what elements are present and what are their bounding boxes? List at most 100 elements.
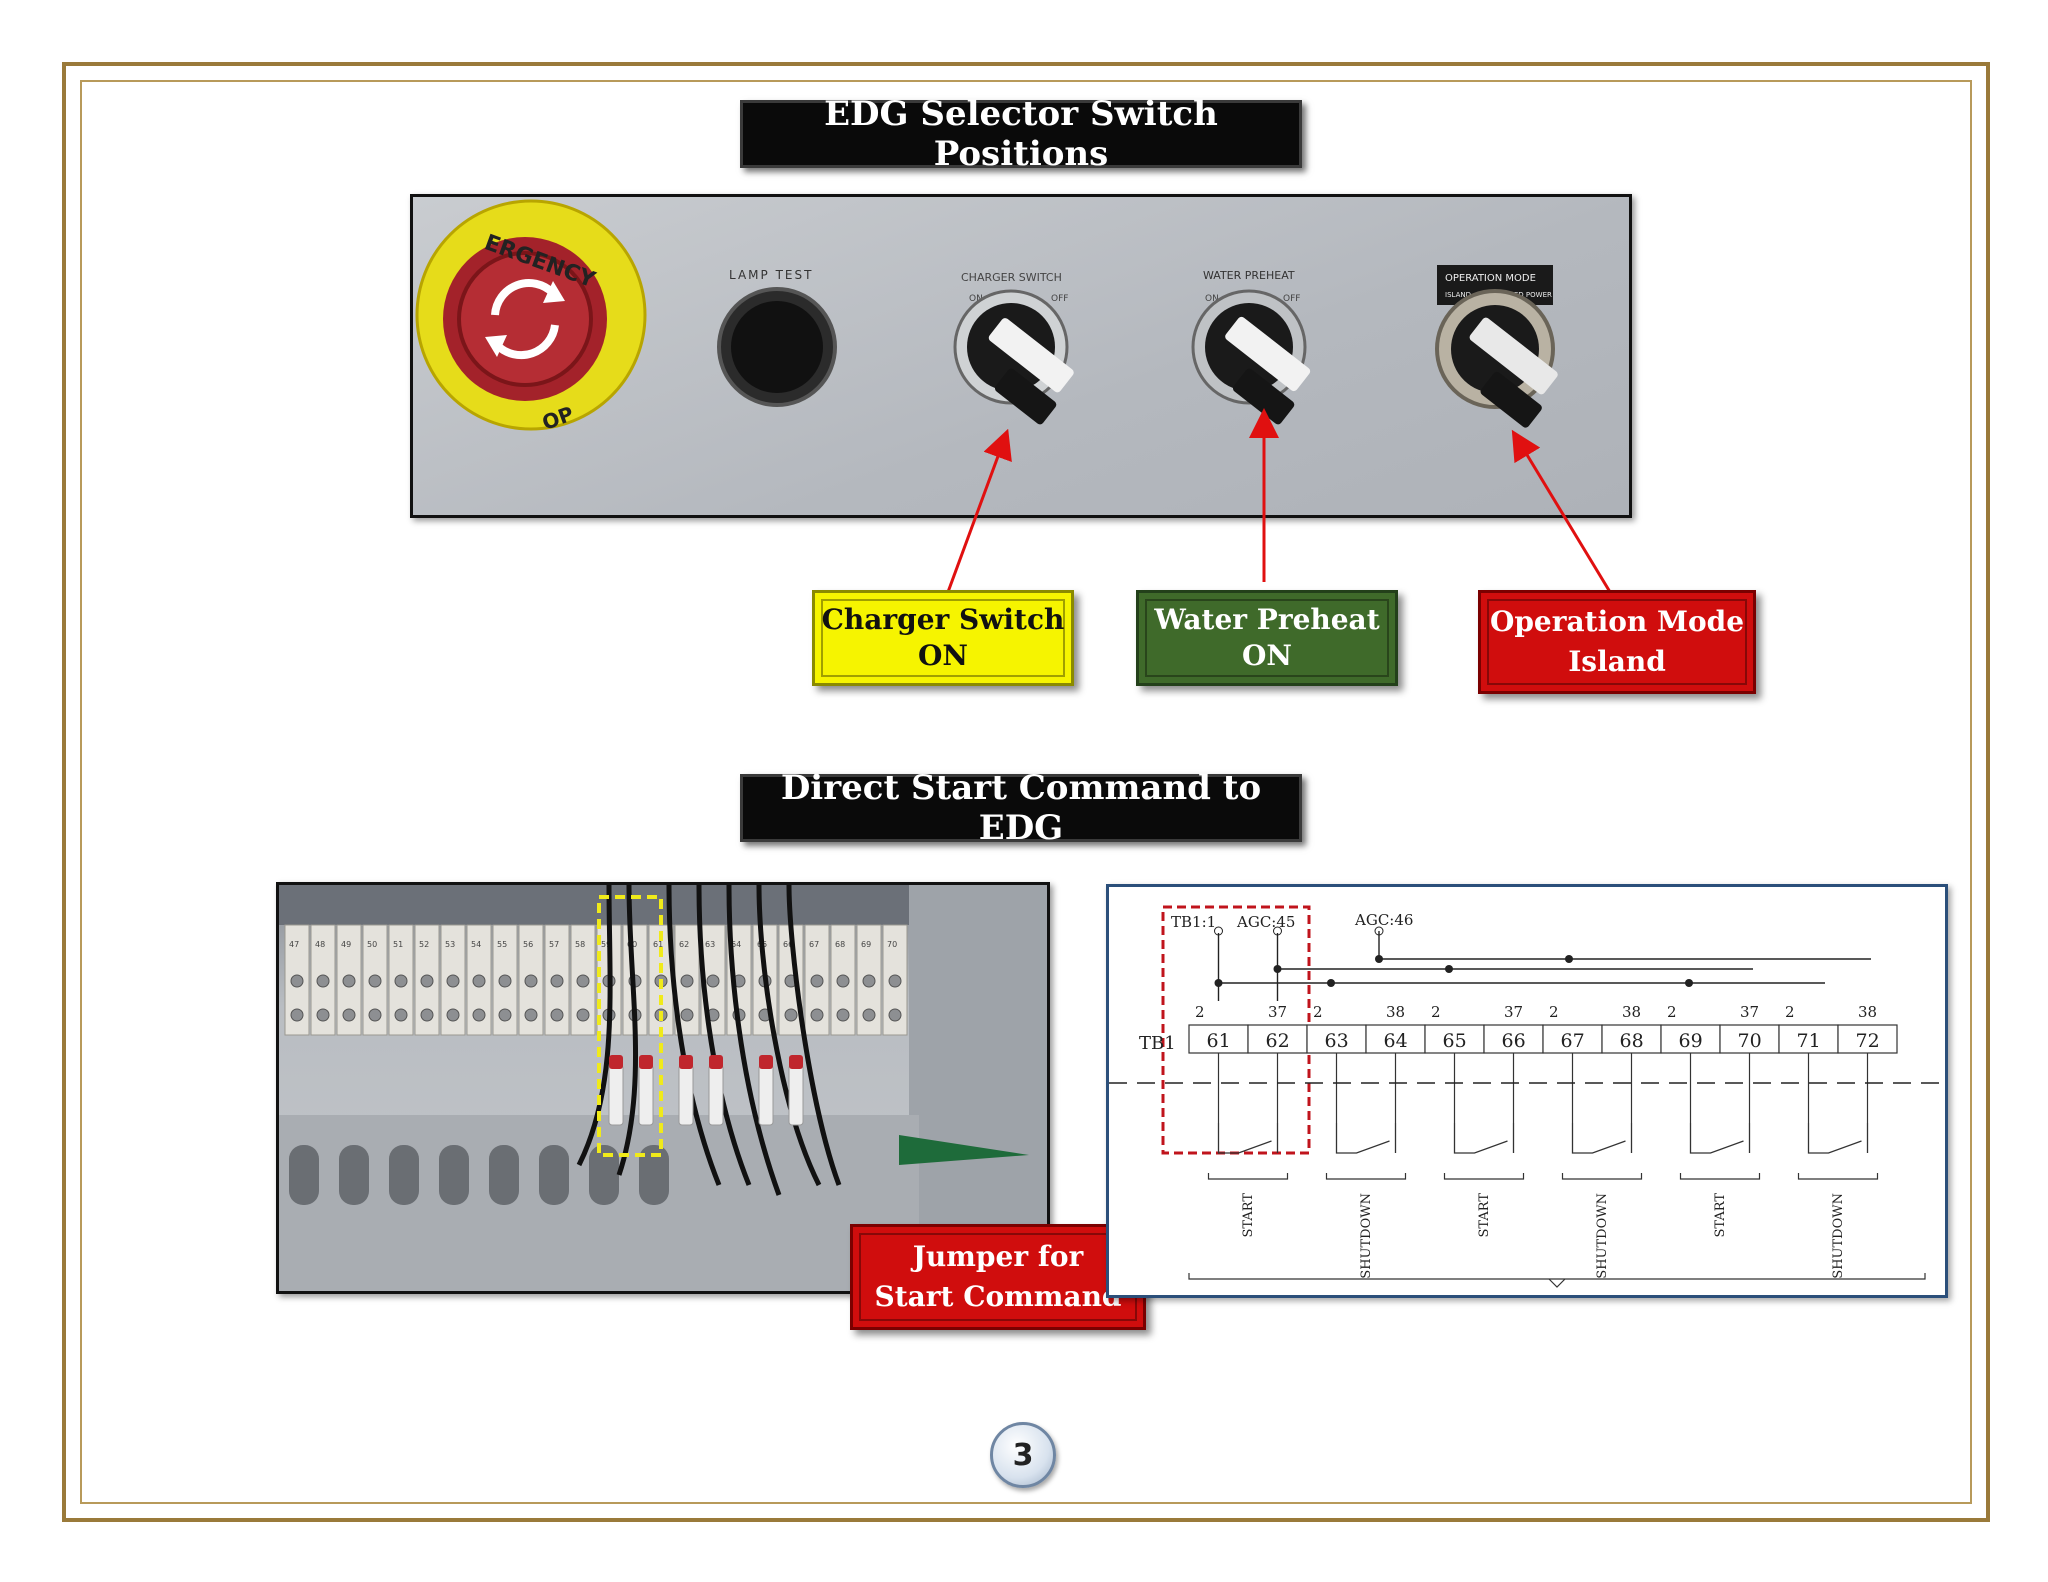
- relay-contact: [1689, 1123, 1744, 1154]
- callout-water-line1: Water Preheat: [1154, 603, 1380, 636]
- diagram-wire-number: 2: [1667, 1003, 1677, 1021]
- diagram-wire-number: 38: [1858, 1003, 1877, 1021]
- terminal-screw: [888, 1008, 902, 1022]
- terminal-number-58: 58: [575, 940, 585, 949]
- diagram-terminal-66: [1483, 1024, 1544, 1054]
- charger-off-label: OFF: [1051, 294, 1068, 304]
- diagram-terminal-label: 64: [1384, 1030, 1408, 1052]
- charger-on-label: ON: [969, 294, 983, 304]
- function-label: START: [1713, 1193, 1728, 1238]
- terminal-number-54: 54: [471, 940, 481, 949]
- op-island-label: ISLAND: [1445, 291, 1471, 299]
- diagram-terminal-label: 66: [1502, 1030, 1526, 1052]
- water-preheat-switch: WATER PREHEAT ON OFF: [1191, 269, 1311, 425]
- terminal-screw: [498, 974, 512, 988]
- terminal-screw: [290, 974, 304, 988]
- diagram-terminals: 6126237632643865266376726838692703771272…: [1188, 1003, 1898, 1054]
- terminal-screw: [706, 974, 720, 988]
- relay-contact: [1571, 1123, 1626, 1154]
- function-label: SHUTDOWN: [1831, 1193, 1846, 1279]
- bus-terminal-mark: [1273, 926, 1282, 936]
- terminal-screw: [368, 974, 382, 988]
- wiring-diagram-svg: TB1:1 AGC:45 AGC:46 TB1 6126237632643865…: [1109, 905, 1945, 1288]
- terminal-number-59: 59: [601, 940, 611, 949]
- section2-title: Direct Start Command to EDG: [740, 768, 1302, 848]
- terminal-number-57: 57: [549, 940, 559, 949]
- diagram-terminal-label: 70: [1738, 1030, 1762, 1052]
- terminal-number-48: 48: [315, 940, 325, 949]
- diagram-terminal-label: 61: [1207, 1030, 1231, 1052]
- group-brace: [1188, 1273, 1926, 1280]
- callout-operation-line1: Operation Mode: [1489, 605, 1745, 638]
- callout-operation-mode: Operation Mode Island: [1478, 590, 1756, 694]
- terminal-screw: [420, 974, 434, 988]
- terminal-screw: [342, 1008, 356, 1022]
- emergency-stop-button: ERGENCY OP: [415, 199, 647, 435]
- relay-contact: [1453, 1123, 1508, 1154]
- section2-title-text: Direct Start Command to EDG: [780, 768, 1262, 848]
- terminal-screw: [524, 1008, 538, 1022]
- operation-mode-label: OPERATION MODE: [1445, 273, 1536, 284]
- terminal-screw: [446, 1008, 460, 1022]
- callout-charger-switch: Charger Switch ON: [812, 590, 1074, 686]
- bus-junction: [1327, 979, 1335, 987]
- terminal-screw: [576, 974, 590, 988]
- selector-panel-illustration: ERGENCY OP LAMP TEST CHARGER SWITCH ON O…: [415, 199, 1558, 435]
- terminal-screw: [784, 1008, 798, 1022]
- lamp-test-label: LAMP TEST: [729, 268, 813, 282]
- page-border: [62, 62, 1990, 1522]
- callout-jumper: Jumper for Start Command: [850, 1224, 1146, 1330]
- function-brace: [1561, 1173, 1643, 1180]
- terminal-screw: [524, 974, 538, 988]
- terminal-number-61: 61: [653, 940, 663, 949]
- callout-jumper-line1: Jumper for: [912, 1240, 1084, 1273]
- function-label: SHUTDOWN: [1595, 1193, 1610, 1279]
- lamp-test-button: LAMP TEST: [717, 268, 837, 407]
- terminal-number-67: 67: [809, 940, 819, 949]
- relay-contact: [1217, 1123, 1272, 1154]
- callout-charger-line1: Charger Switch: [821, 603, 1065, 636]
- diagram-terminal-label: 65: [1443, 1030, 1467, 1052]
- diagram-terminal-label: 62: [1266, 1030, 1290, 1052]
- function-brace: [1679, 1173, 1761, 1180]
- selector-panel-photo: ERGENCY OP LAMP TEST CHARGER SWITCH ON O…: [410, 194, 1632, 518]
- terminal-screw: [394, 1008, 408, 1022]
- terminal-number-50: 50: [367, 940, 377, 949]
- diagram-wire-number: 37: [1504, 1003, 1523, 1021]
- diagram-wire-number: 2: [1195, 1003, 1205, 1021]
- terminal-number-70: 70: [887, 940, 897, 949]
- bus-terminal-mark: [1374, 926, 1384, 936]
- diagram-terminal-label: 68: [1620, 1030, 1644, 1052]
- terminal-screw: [810, 974, 824, 988]
- diagram-wire-number: 38: [1386, 1003, 1405, 1021]
- top-label-agc45: AGC:45: [1236, 913, 1295, 931]
- terminal-screw: [498, 1008, 512, 1022]
- terminal-number-66: 66: [783, 940, 793, 949]
- charger-switch: CHARGER SWITCH ON OFF: [953, 271, 1074, 425]
- water-preheat-label: WATER PREHEAT: [1203, 269, 1295, 282]
- diagram-wire-number: 38: [1622, 1003, 1641, 1021]
- tb-label: TB1: [1139, 1033, 1176, 1054]
- function-label: SHUTDOWN: [1359, 1193, 1374, 1279]
- diagram-terminal-61: [1188, 1024, 1249, 1054]
- page-number-badge: 3: [990, 1422, 1056, 1488]
- relay-contact: [1807, 1123, 1862, 1154]
- terminal-number-63: 63: [705, 940, 715, 949]
- terminal-number-51: 51: [393, 940, 403, 949]
- water-on-label: ON: [1205, 294, 1219, 304]
- function-label: START: [1477, 1193, 1492, 1238]
- terminal-screw: [680, 974, 694, 988]
- bus-junction: [1214, 979, 1223, 987]
- terminal-screw: [472, 974, 486, 988]
- terminal-screw: [472, 1008, 486, 1022]
- function-brace: [1443, 1173, 1525, 1180]
- diagram-terminal-67: [1542, 1024, 1603, 1054]
- diagram-wire-number: 37: [1268, 1003, 1287, 1021]
- callout-charger-line2: ON: [918, 639, 968, 672]
- diagram-wire-number: 37: [1740, 1003, 1759, 1021]
- terminal-number-56: 56: [523, 940, 533, 949]
- callout-water-line2: ON: [1242, 639, 1292, 672]
- function-brace: [1797, 1173, 1879, 1180]
